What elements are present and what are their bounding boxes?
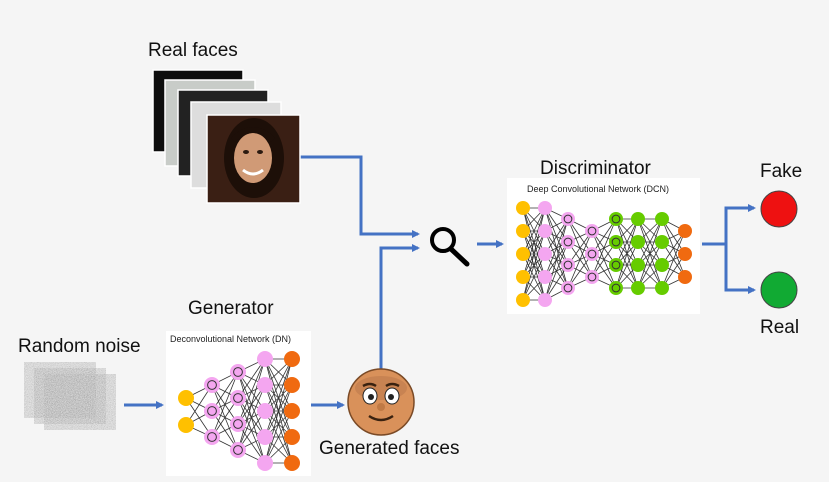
discriminator-node bbox=[516, 201, 530, 215]
discriminator-edge bbox=[522, 207, 546, 301]
generator-panel: Deconvolutional Network (DN) bbox=[166, 331, 311, 476]
generator-edge bbox=[211, 371, 239, 438]
discriminator-edge bbox=[661, 230, 686, 289]
generator-node bbox=[284, 351, 300, 367]
arrow-generated-to-discriminator bbox=[379, 244, 420, 372]
discriminator-edge bbox=[522, 207, 546, 278]
discriminator-edge bbox=[591, 241, 617, 278]
discriminator-edge bbox=[544, 241, 569, 301]
discriminator-edge bbox=[615, 218, 639, 289]
generator-edge bbox=[237, 358, 266, 425]
generator-node bbox=[230, 364, 246, 380]
discriminator-node bbox=[516, 270, 530, 284]
generator-network-title: Deconvolutional Network (DN) bbox=[170, 334, 292, 344]
arrow-to-fake bbox=[724, 204, 756, 244]
generated-faces-label: Generated faces bbox=[319, 438, 460, 459]
discriminator-node bbox=[561, 235, 575, 249]
discriminator-node bbox=[561, 281, 575, 295]
discriminator-edge bbox=[522, 253, 546, 301]
discriminator-edge bbox=[637, 218, 663, 289]
discriminator-node bbox=[631, 281, 645, 295]
arrow-to-real bbox=[724, 244, 756, 294]
discriminator-edge bbox=[591, 218, 617, 255]
generator-edge bbox=[264, 358, 293, 438]
discriminator-edge bbox=[567, 230, 593, 289]
discriminator-edge bbox=[544, 218, 569, 278]
discriminator-node bbox=[655, 258, 669, 272]
generator-label: Generator bbox=[188, 298, 274, 319]
real-faces-label: Real faces bbox=[148, 40, 238, 61]
generator-node bbox=[230, 442, 246, 458]
generator-edge bbox=[264, 358, 293, 464]
generator-node bbox=[178, 390, 194, 406]
discriminator-network-diagram bbox=[516, 201, 692, 307]
generator-network-diagram bbox=[178, 351, 300, 471]
discriminator-edge bbox=[615, 218, 639, 266]
generator-edge bbox=[264, 410, 293, 464]
discriminator-edge bbox=[615, 241, 639, 289]
discriminator-node bbox=[538, 247, 552, 261]
discriminator-edge bbox=[522, 230, 546, 301]
discriminator-node bbox=[538, 201, 552, 215]
discriminator-node bbox=[538, 224, 552, 238]
fake-label: Fake bbox=[760, 161, 803, 182]
discriminator-node bbox=[631, 258, 645, 272]
generator-edge bbox=[237, 358, 266, 451]
generator-node bbox=[284, 429, 300, 445]
discriminator-node bbox=[678, 247, 692, 261]
generator-edge bbox=[237, 384, 266, 451]
discriminator-node bbox=[561, 212, 575, 226]
discriminator-node bbox=[538, 293, 552, 307]
discriminator-node bbox=[516, 247, 530, 261]
generator-node bbox=[230, 416, 246, 432]
arrow-real-faces-to-discriminator bbox=[300, 155, 420, 238]
discriminator-node bbox=[631, 212, 645, 226]
generator-node bbox=[204, 403, 220, 419]
discriminator-node bbox=[655, 212, 669, 226]
generator-node bbox=[257, 455, 273, 471]
generator-node bbox=[284, 377, 300, 393]
discriminator-node bbox=[678, 270, 692, 284]
generator-node bbox=[230, 390, 246, 406]
generator-node bbox=[284, 455, 300, 471]
generator-node bbox=[284, 403, 300, 419]
discriminator-node bbox=[609, 281, 623, 295]
random-noise-label: Random noise bbox=[18, 336, 141, 357]
real-label: Real bbox=[760, 317, 800, 338]
generator-node bbox=[178, 417, 194, 433]
discriminator-node bbox=[609, 212, 623, 226]
discriminator-node bbox=[585, 270, 599, 284]
discriminator-edge bbox=[591, 218, 617, 278]
discriminator-network-title: Deep Convolutional Network (DCN) bbox=[527, 184, 670, 194]
generator-node bbox=[204, 429, 220, 445]
discriminator-node bbox=[655, 235, 669, 249]
discriminator-panel: Deep Convolutional Network (DCN) bbox=[507, 178, 700, 314]
discriminator-node bbox=[538, 270, 552, 284]
discriminator-node bbox=[609, 235, 623, 249]
discriminator-edge bbox=[637, 218, 663, 266]
discriminator-node bbox=[609, 258, 623, 272]
generator-edge bbox=[264, 384, 293, 464]
generator-node bbox=[204, 377, 220, 393]
discriminator-edge bbox=[522, 207, 546, 255]
generator-node bbox=[257, 351, 273, 367]
generator-node bbox=[257, 429, 273, 445]
discriminator-node bbox=[516, 224, 530, 238]
discriminator-label: Discriminator bbox=[540, 158, 651, 179]
discriminator-node bbox=[678, 224, 692, 238]
generator-node bbox=[257, 403, 273, 419]
discriminator-node bbox=[585, 224, 599, 238]
discriminator-node bbox=[561, 258, 575, 272]
discriminator-node bbox=[516, 293, 530, 307]
discriminator-node bbox=[655, 281, 669, 295]
discriminator-edge bbox=[637, 241, 663, 289]
generator-edge bbox=[264, 358, 293, 412]
discriminator-node bbox=[631, 235, 645, 249]
generator-node bbox=[257, 377, 273, 393]
discriminator-edge bbox=[544, 218, 569, 301]
discriminator-node bbox=[585, 247, 599, 261]
